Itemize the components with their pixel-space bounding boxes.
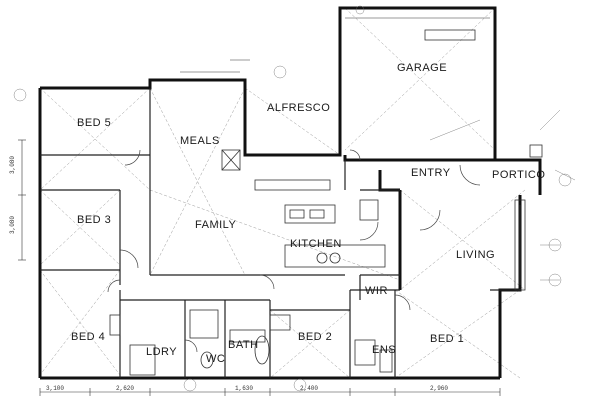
dimension-left-2: 3,080 bbox=[9, 215, 17, 235]
external-walls bbox=[38, 6, 542, 380]
room-label-ens: ENS bbox=[372, 344, 397, 356]
room-label-alfresco: ALFRESCO bbox=[267, 102, 331, 114]
room-label-bed5: BED 5 bbox=[77, 117, 112, 129]
wet-area-fixtures bbox=[109, 309, 393, 376]
dimension-bottom-1: 3,100 bbox=[46, 385, 65, 392]
room-label-family: FAMILY bbox=[195, 219, 237, 231]
room-label-wc: WC bbox=[206, 353, 226, 365]
dimension-bottom-5: 2,960 bbox=[430, 385, 449, 392]
room-label-entry: ENTRY bbox=[411, 167, 451, 179]
room-label-wir: WIR bbox=[365, 285, 388, 297]
room-label-kitchen: KITCHEN bbox=[290, 238, 342, 250]
dimension-bottom-3: 1,630 bbox=[235, 385, 254, 392]
room-label-ldry: LDRY bbox=[146, 346, 178, 358]
dimension-lines bbox=[18, 59, 501, 396]
room-label-bed1: BED 1 bbox=[430, 333, 465, 345]
dimension-left-1: 3,080 bbox=[9, 155, 17, 175]
room-label-bed2: BED 2 bbox=[298, 331, 333, 343]
annotation-leaders bbox=[13, 5, 576, 392]
internal-walls bbox=[40, 88, 520, 378]
dimension-bottom-4: 2,400 bbox=[300, 385, 319, 392]
room-label-portico: PORTICO bbox=[492, 169, 546, 181]
garage-details bbox=[345, 17, 543, 291]
room-label-meals: MEALS bbox=[180, 135, 220, 147]
room-label-bed4: BED 4 bbox=[71, 331, 106, 343]
door-swings bbox=[107, 149, 481, 353]
dimension-bottom-2: 2,620 bbox=[116, 385, 135, 392]
room-label-bed3: BED 3 bbox=[77, 214, 112, 226]
room-label-living: LIVING bbox=[456, 249, 496, 261]
kitchen-fixtures bbox=[221, 149, 386, 268]
room-label-bath: BATH bbox=[228, 339, 259, 351]
room-label-garage: GARAGE bbox=[397, 62, 448, 74]
construction-lines bbox=[39, 7, 526, 379]
